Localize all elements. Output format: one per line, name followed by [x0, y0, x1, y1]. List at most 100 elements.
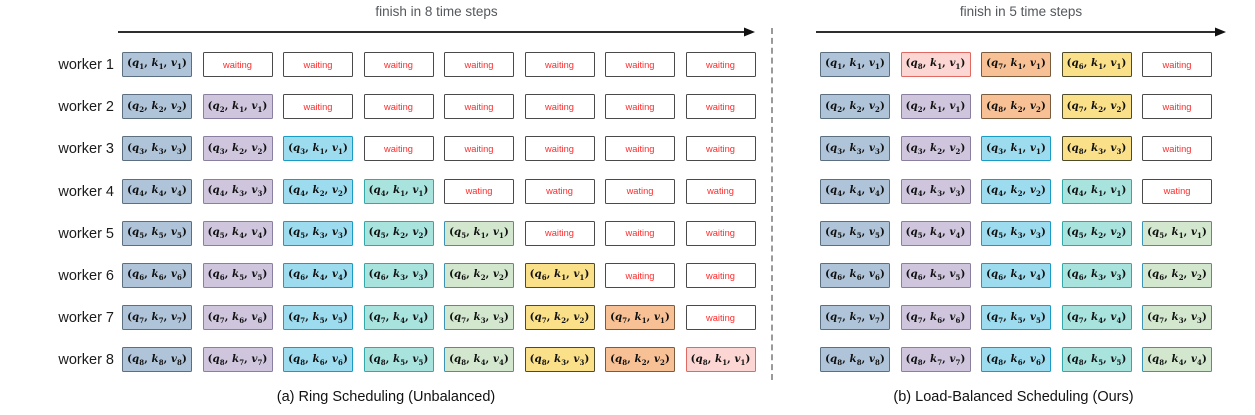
panel-a-cell-w1-t7-waiting[interactable]: waiting	[605, 52, 675, 77]
panel-a-cell-w3-t8-waiting[interactable]: waiting	[685, 136, 756, 162]
panel-b-cell-w3-t3-q3k1v1[interactable]: (q3, k1, v1)	[981, 136, 1051, 162]
panel-b-cell-w6-t3-q6k4v4[interactable]: (q6, k4, v4)	[981, 263, 1051, 288]
panel-b-cell-w4-t3-q4k2v2[interactable]: (q4, k2, v2)	[981, 178, 1051, 204]
panel-b-cell-w1-t4-q6k1v1[interactable]: (q6, k1, v1)	[1061, 52, 1132, 77]
panel-a-cell-w7-t6-q7k2v2[interactable]: (q7, k2, v2)	[524, 305, 595, 331]
panel-a-cell-w7-t8-waiting[interactable]: waiting	[685, 305, 756, 331]
panel-a-cell-w2-t7-waiting[interactable]: waiting	[605, 94, 675, 120]
panel-a-cell-w3-t6-waiting[interactable]: waiting	[524, 136, 595, 162]
panel-b-cell-w7-t1-q7k7v7[interactable]: (q7, k7, v7)	[820, 305, 890, 331]
panel-a-cell-w5-t5-q5k1v1[interactable]: (q5, k1, v1)	[444, 220, 514, 246]
panel-b-cell-w5-t2-q5k4v4[interactable]: (q5, k4, v4)	[900, 220, 971, 246]
panel-a-cell-w4-t5-waiting[interactable]: wating	[444, 178, 514, 204]
panel-a-cell-w4-t3-q4k2v2[interactable]: (q4, k2, v2)	[283, 178, 353, 204]
panel-a-cell-w5-t7-waiting[interactable]: waiting	[605, 220, 675, 246]
panel-a-cell-w6-t6-q6k1v1[interactable]: (q6, k1, v1)	[524, 263, 595, 288]
panel-b-cell-w7-t3-q7k5v5[interactable]: (q7, k5, v5)	[981, 305, 1051, 331]
panel-a-cell-w6-t5-q6k2v2[interactable]: (q6, k2, v2)	[444, 263, 514, 288]
panel-a-cell-w3-t2-q3k2v2[interactable]: (q3, k2, v2)	[202, 136, 273, 162]
panel-a-cell-w1-t2-waiting[interactable]: waiting	[202, 52, 273, 77]
panel-a-cell-w4-t7-waiting[interactable]: wating	[605, 178, 675, 204]
panel-b-cell-w2-t5-waiting[interactable]: waiting	[1142, 94, 1212, 120]
panel-a-cell-w5-t2-q5k4v4[interactable]: (q5, k4, v4)	[202, 220, 273, 246]
panel-a-cell-w5-t8-waiting[interactable]: waiting	[685, 220, 756, 246]
panel-a-cell-w1-t4-waiting[interactable]: waiting	[363, 52, 434, 77]
panel-a-cell-w1-t1-q1k1v1[interactable]: (q1, k1, v1)	[122, 52, 192, 77]
panel-b-cell-w8-t5-q8k4v4[interactable]: (q8, k4, v4)	[1142, 347, 1212, 373]
panel-a-cell-w4-t2-q4k3v3[interactable]: (q4, k3, v3)	[202, 178, 273, 204]
panel-b-cell-w5-t5-q5k1v1[interactable]: (q5, k1, v1)	[1142, 220, 1212, 246]
panel-a-cell-w3-t5-waiting[interactable]: waiting	[444, 136, 514, 162]
panel-b-cell-w1-t5-waiting[interactable]: waiting	[1142, 52, 1212, 77]
panel-a-cell-w4-t4-q4k1v1[interactable]: (q4, k1, v1)	[363, 178, 434, 204]
panel-a-cell-w2-t3-waiting[interactable]: waiting	[283, 94, 353, 120]
panel-a-cell-w6-t3-q6k4v4[interactable]: (q6, k4, v4)	[283, 263, 353, 288]
panel-a-cell-w4-t1-q4k4v4[interactable]: (q4, k4, v4)	[122, 178, 192, 204]
panel-a-cell-w7-t3-q7k5v5[interactable]: (q7, k5, v5)	[283, 305, 353, 331]
panel-a-cell-w1-t5-waiting[interactable]: waiting	[444, 52, 514, 77]
panel-b-cell-w2-t1-q2k2v2[interactable]: (q2, k2, v2)	[820, 94, 890, 120]
panel-b-cell-w6-t5-q6k2v2[interactable]: (q6, k2, v2)	[1142, 263, 1212, 288]
panel-a-cell-w3-t3-q3k1v1[interactable]: (q3, k1, v1)	[283, 136, 353, 162]
panel-a-cell-w4-t6-waiting[interactable]: wating	[524, 178, 595, 204]
panel-b-cell-w6-t2-q6k5v5[interactable]: (q6, k5, v5)	[900, 263, 971, 288]
panel-a-cell-w7-t7-q7k1v1[interactable]: (q7, k1, v1)	[605, 305, 675, 331]
panel-b-cell-w7-t2-q7k6v6[interactable]: (q7, k6, v6)	[900, 305, 971, 331]
panel-b-cell-w4-t2-q4k3v3[interactable]: (q4, k3, v3)	[900, 178, 971, 204]
panel-a-cell-w8-t6-q8k3v3[interactable]: (q8, k3, v3)	[524, 347, 595, 373]
panel-a-cell-w8-t8-q8k1v1[interactable]: (q8, k1, v1)	[685, 347, 756, 373]
panel-a-cell-w2-t2-q2k1v1[interactable]: (q2, k1, v1)	[202, 94, 273, 120]
panel-a-cell-w8-t2-q8k7v7[interactable]: (q8, k7, v7)	[202, 347, 273, 373]
panel-a-cell-w2-t8-waiting[interactable]: waiting	[685, 94, 756, 120]
panel-a-cell-w8-t7-q8k2v2[interactable]: (q8, k2, v2)	[605, 347, 675, 373]
panel-a-cell-w8-t4-q8k5v5[interactable]: (q8, k5, v5)	[363, 347, 434, 373]
panel-a-cell-w7-t1-q7k7v7[interactable]: (q7, k7, v7)	[122, 305, 192, 331]
panel-a-cell-w7-t5-q7k3v3[interactable]: (q7, k3, v3)	[444, 305, 514, 331]
panel-b-cell-w3-t4-q8k3v3[interactable]: (q8, k3, v3)	[1061, 136, 1132, 162]
panel-b-cell-w8-t2-q8k7v7[interactable]: (q8, k7, v7)	[900, 347, 971, 373]
panel-b-cell-w8-t3-q8k6v6[interactable]: (q8, k6, v6)	[981, 347, 1051, 373]
panel-b-cell-w5-t3-q5k3v3[interactable]: (q5, k3, v3)	[981, 220, 1051, 246]
panel-a-cell-w8-t3-q8k6v6[interactable]: (q8, k6, v6)	[283, 347, 353, 373]
panel-a-cell-w4-t8-waiting[interactable]: wating	[685, 178, 756, 204]
panel-b-cell-w7-t4-q7k4v4[interactable]: (q7, k4, v4)	[1061, 305, 1132, 331]
panel-a-cell-w3-t4-waiting[interactable]: waiting	[363, 136, 434, 162]
panel-b-cell-w3-t5-waiting[interactable]: waiting	[1142, 136, 1212, 162]
panel-b-cell-w2-t4-q7k2v2[interactable]: (q7, k2, v2)	[1061, 94, 1132, 120]
panel-b-cell-w6-t4-q6k3v3[interactable]: (q6, k3, v3)	[1061, 263, 1132, 288]
panel-a-cell-w5-t3-q5k3v3[interactable]: (q5, k3, v3)	[283, 220, 353, 246]
panel-a-cell-w5-t6-waiting[interactable]: waiting	[524, 220, 595, 246]
panel-b-cell-w8-t1-q8k8v8[interactable]: (q8, k8, v8)	[820, 347, 890, 373]
panel-a-cell-w1-t8-waiting[interactable]: waiting	[685, 52, 756, 77]
panel-a-cell-w6-t8-waiting[interactable]: waiting	[685, 263, 756, 288]
panel-b-cell-w1-t3-q7k1v1[interactable]: (q7, k1, v1)	[981, 52, 1051, 77]
panel-a-cell-w2-t6-waiting[interactable]: waiting	[524, 94, 595, 120]
panel-a-cell-w7-t2-q7k6v6[interactable]: (q7, k6, v6)	[202, 305, 273, 331]
panel-a-cell-w3-t1-q3k3v3[interactable]: (q3, k3, v3)	[122, 136, 192, 162]
panel-a-cell-w2-t1-q2k2v2[interactable]: (q2, k2, v2)	[122, 94, 192, 120]
panel-a-cell-w3-t7-waiting[interactable]: waiting	[605, 136, 675, 162]
panel-b-cell-w1-t1-q1k1v1[interactable]: (q1, k1, v1)	[820, 52, 890, 77]
panel-b-cell-w7-t5-q7k3v3[interactable]: (q7, k3, v3)	[1142, 305, 1212, 331]
panel-a-cell-w1-t6-waiting[interactable]: waiting	[524, 52, 595, 77]
panel-a-cell-w1-t3-waiting[interactable]: waiting	[283, 52, 353, 77]
panel-b-cell-w3-t2-q3k2v2[interactable]: (q3, k2, v2)	[900, 136, 971, 162]
panel-b-cell-w6-t1-q6k6v6[interactable]: (q6, k6, v6)	[820, 263, 890, 288]
panel-b-cell-w3-t1-q3k3v3[interactable]: (q3, k3, v3)	[820, 136, 890, 162]
panel-b-cell-w2-t2-q2k1v1[interactable]: (q2, k1, v1)	[900, 94, 971, 120]
panel-a-cell-w6-t4-q6k3v3[interactable]: (q6, k3, v3)	[363, 263, 434, 288]
panel-b-cell-w8-t4-q8k5v5[interactable]: (q8, k5, v5)	[1061, 347, 1132, 373]
panel-a-cell-w2-t4-waiting[interactable]: waiting	[363, 94, 434, 120]
panel-a-cell-w6-t7-waiting[interactable]: waiting	[605, 263, 675, 288]
panel-a-cell-w7-t4-q7k4v4[interactable]: (q7, k4, v4)	[363, 305, 434, 331]
panel-a-cell-w8-t5-q8k4v4[interactable]: (q8, k4, v4)	[444, 347, 514, 373]
panel-a-cell-w5-t4-q5k2v2[interactable]: (q5, k2, v2)	[363, 220, 434, 246]
panel-a-cell-w5-t1-q5k5v5[interactable]: (q5, k5, v5)	[122, 220, 192, 246]
panel-b-cell-w2-t3-q8k2v2[interactable]: (q8, k2, v2)	[981, 94, 1051, 120]
panel-b-cell-w5-t1-q5k5v5[interactable]: (q5, k5, v5)	[820, 220, 890, 246]
panel-b-cell-w5-t4-q5k2v2[interactable]: (q5, k2, v2)	[1061, 220, 1132, 246]
panel-b-cell-w4-t5-waiting[interactable]: wating	[1142, 178, 1212, 204]
panel-b-cell-w1-t2-q8k1v1[interactable]: (q8, k1, v1)	[900, 52, 971, 77]
panel-a-cell-w6-t2-q6k5v5[interactable]: (q6, k5, v5)	[202, 263, 273, 288]
panel-b-cell-w4-t1-q4k4v4[interactable]: (q4, k4, v4)	[820, 178, 890, 204]
